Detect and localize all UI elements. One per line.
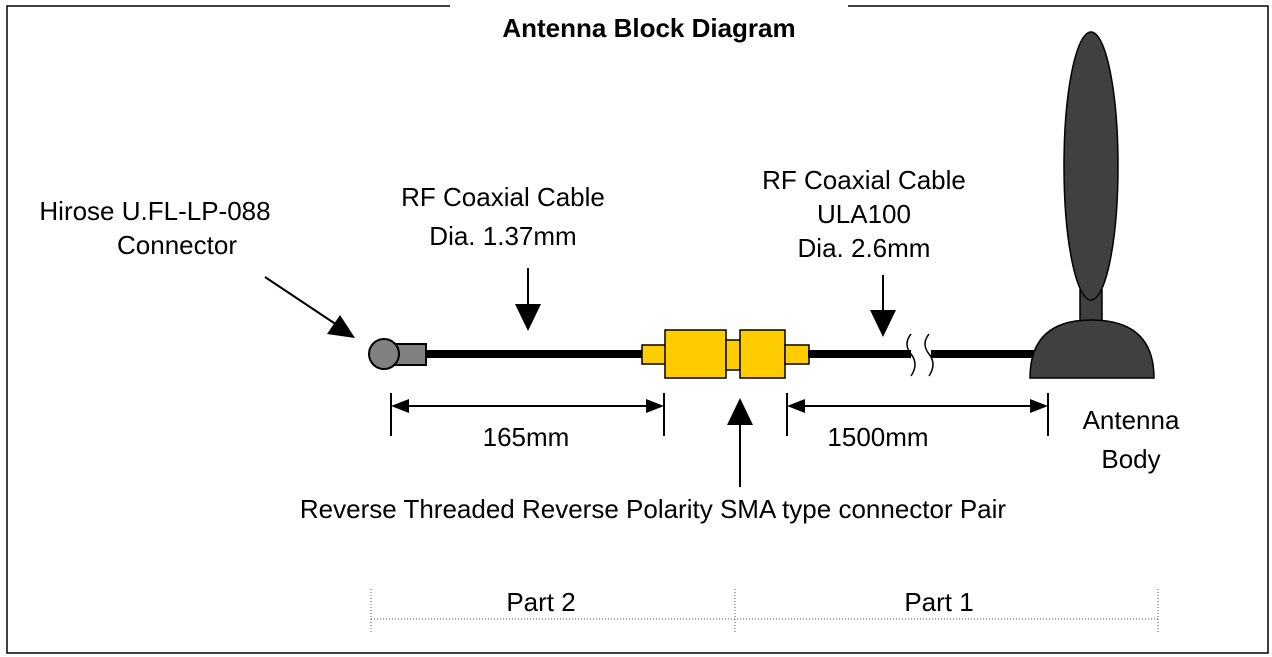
hirose-pointer-arrowhead bbox=[327, 315, 355, 338]
callout-arrows bbox=[264, 268, 896, 487]
cable2-pointer-arrowhead bbox=[870, 310, 896, 337]
cable1-label-line1: RF Coaxial Cable bbox=[401, 182, 605, 212]
dim165-label: 165mm bbox=[483, 422, 570, 452]
sma-right-ferrule bbox=[784, 344, 810, 365]
sma-connector-pair bbox=[641, 329, 810, 379]
antenna-label-line2: Body bbox=[1101, 444, 1160, 474]
sma-thread bbox=[725, 339, 741, 371]
cable2-label-line1: RF Coaxial Cable bbox=[762, 165, 966, 195]
dim165-right-arrowhead bbox=[646, 399, 664, 413]
cable1-pointer-arrowhead bbox=[515, 304, 541, 331]
cable1-label-line2: Dia. 1.37mm bbox=[429, 221, 576, 251]
dimension-165mm bbox=[390, 393, 665, 436]
antenna-base bbox=[1029, 319, 1155, 379]
sma-pointer-arrowhead bbox=[727, 398, 753, 425]
hirose-connector-label-line1: Hirose U.FL-LP-088 bbox=[39, 196, 270, 226]
sma-left-body bbox=[664, 329, 727, 379]
hirose-connector bbox=[368, 338, 427, 370]
antenna-body bbox=[1029, 31, 1155, 379]
diagram-title: Antenna Block Diagram bbox=[502, 13, 795, 43]
hirose-connector-head bbox=[368, 338, 400, 370]
sma-pair-label: Reverse Threaded Reverse Polarity SMA ty… bbox=[300, 494, 1007, 524]
dim165-left-arrowhead bbox=[391, 399, 409, 413]
cable2-label-line3: Dia. 2.6mm bbox=[798, 233, 931, 263]
diagram-frame bbox=[6, 5, 1269, 654]
cable2-label-line2: ULA100 bbox=[817, 199, 911, 229]
antenna-radiator bbox=[1063, 31, 1119, 301]
dimension-1500mm bbox=[786, 393, 1049, 436]
part1-label: Part 1 bbox=[904, 587, 973, 617]
hirose-connector-label-line2: Connector bbox=[117, 230, 237, 260]
part-brackets bbox=[370, 589, 1159, 633]
sma-right-body bbox=[739, 329, 786, 379]
cable-break-symbol bbox=[906, 333, 934, 377]
antenna-label-line1: Antenna bbox=[1083, 405, 1180, 435]
hirose-pointer-line bbox=[264, 276, 341, 328]
dim1500-label: 1500mm bbox=[827, 422, 928, 452]
dim1500-right-arrowhead bbox=[1030, 399, 1048, 413]
dim1500-left-arrowhead bbox=[787, 399, 805, 413]
part2-label: Part 2 bbox=[506, 587, 575, 617]
sma-left-ferrule bbox=[641, 344, 668, 365]
